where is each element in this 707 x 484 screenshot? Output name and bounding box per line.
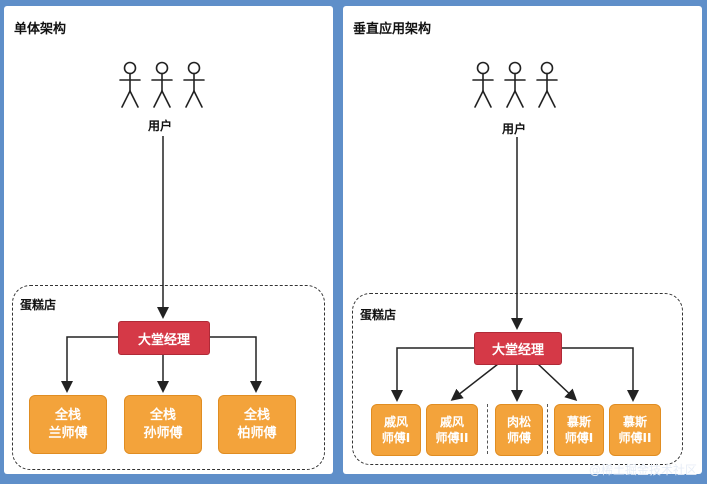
- user-label: 用户: [502, 122, 527, 136]
- users-icon: [472, 61, 558, 108]
- shop-label: 蛋糕店: [20, 298, 57, 312]
- lobby-manager-box: 大堂经理: [118, 321, 210, 355]
- chef-line2: 师傅I: [564, 431, 594, 445]
- panel-title: 垂直应用架构: [353, 22, 432, 37]
- chef-line1: 慕斯: [566, 414, 591, 429]
- shop-label: 蛋糕店: [360, 308, 397, 322]
- chef-box: 慕斯 师傅II: [609, 404, 661, 456]
- monolith-panel: 单体架构 用户 蛋糕店 大堂经理: [4, 6, 333, 474]
- chef-line2: 柏师傅: [237, 425, 277, 441]
- chef-box: 肉松 师傅: [495, 404, 543, 456]
- chef-box: 戚风 师傅II: [426, 404, 478, 456]
- group-divider: [487, 404, 488, 454]
- user-label: 用户: [148, 119, 173, 133]
- chef-box: 全栈 柏师傅: [218, 395, 296, 454]
- chef-line2: 孙师傅: [143, 425, 183, 441]
- chef-box: 全栈 兰师傅: [29, 395, 107, 454]
- chef-box: 全栈 孙师傅: [124, 395, 202, 454]
- chef-line2: 师傅I: [381, 431, 411, 445]
- chef-line1: 慕斯: [622, 414, 647, 429]
- chef-line1: 全栈: [54, 407, 81, 423]
- users-icon: [119, 61, 205, 108]
- chef-line1: 全栈: [243, 407, 270, 423]
- panel-title: 单体架构: [14, 22, 67, 37]
- chef-line1: 戚风: [439, 414, 464, 429]
- chef-line2: 师傅II: [618, 431, 652, 445]
- chef-line2: 兰师傅: [48, 425, 88, 441]
- group-divider: [547, 404, 548, 454]
- chef-line1: 全栈: [149, 407, 176, 423]
- lobby-manager-box: 大堂经理: [474, 332, 562, 365]
- chef-box: 戚风 师傅I: [371, 404, 421, 456]
- chef-line1: 肉松: [506, 414, 531, 429]
- chef-line2: 师傅: [506, 431, 531, 445]
- vertical-panel: 垂直应用架构 用户 蛋糕店: [343, 6, 702, 474]
- chef-box: 慕斯 师傅I: [554, 404, 604, 456]
- chef-line1: 戚风: [383, 414, 408, 429]
- chef-line2: 师傅II: [435, 431, 469, 445]
- watermark: @稀土掘金技术社区: [588, 463, 697, 477]
- cake-shop-boundary: [12, 285, 325, 470]
